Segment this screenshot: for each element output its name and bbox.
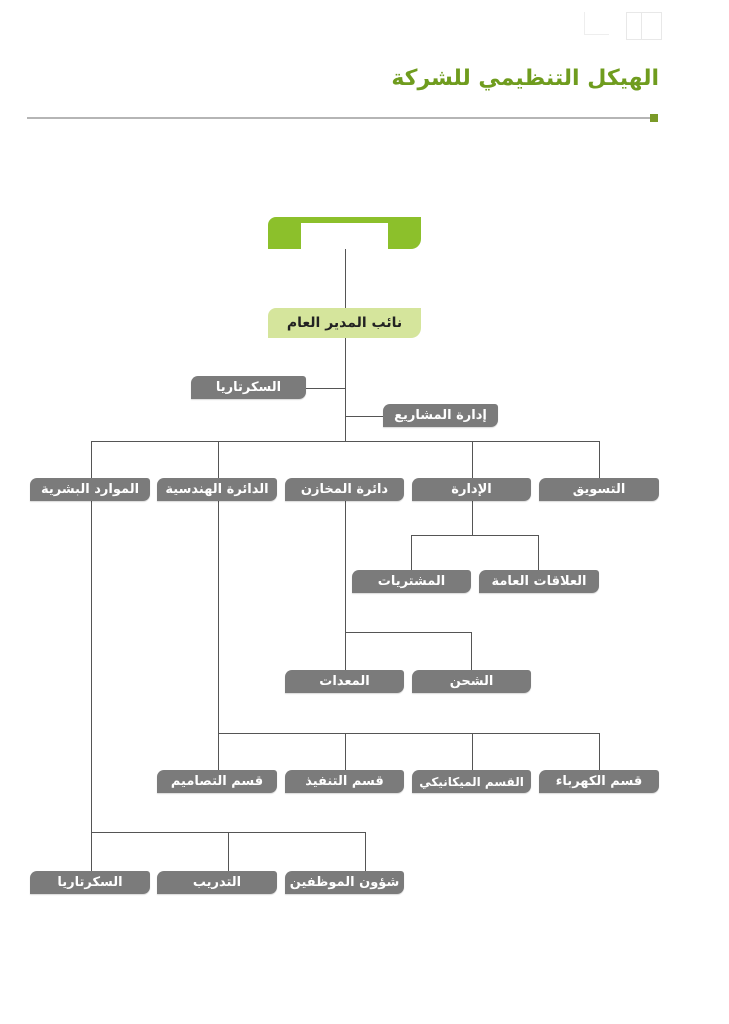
connector — [218, 441, 219, 478]
connector — [365, 832, 366, 871]
connector — [472, 733, 473, 770]
marketing-box: التسويق — [539, 478, 659, 501]
deputy-gm-box: نائب المدير العام — [268, 308, 421, 338]
connector — [345, 632, 472, 633]
divider-square-icon — [650, 114, 658, 122]
execution-box: قسم التنفيذ — [285, 770, 404, 793]
connector-departments — [91, 441, 600, 442]
personnel-box: شؤون الموظفين — [285, 871, 404, 894]
connector — [345, 501, 346, 632]
page-title: الهيكل التنظيمي للشركة — [391, 66, 659, 91]
connector — [91, 501, 92, 871]
connector — [228, 832, 229, 871]
connector-secretariat — [306, 388, 345, 389]
hr-box: الموارد البشرية — [30, 478, 150, 501]
equipment-box: المعدات — [285, 670, 404, 693]
engineering-box: الدائرة الهندسية — [157, 478, 277, 501]
connector — [345, 632, 346, 670]
connector — [599, 441, 600, 478]
connector — [538, 535, 539, 570]
electrical-box: قسم الكهرباء — [539, 770, 659, 793]
secretariat-box: السكرتاريا — [191, 376, 306, 399]
connector-projects — [345, 416, 383, 417]
administration-box: الإدارة — [412, 478, 531, 501]
mechanical-box: القسم الميكانيكي — [412, 770, 531, 793]
warehouses-box: دائرة المخازن — [285, 478, 404, 501]
connector-trunk — [345, 249, 346, 441]
connector — [91, 441, 92, 478]
training-box: التدريب — [157, 871, 277, 894]
purchases-box: المشتريات — [352, 570, 471, 593]
connector — [411, 535, 539, 536]
title-divider — [27, 117, 651, 119]
general-manager-label-area — [301, 223, 388, 249]
connector — [218, 501, 219, 770]
connector — [218, 733, 600, 734]
designs-box: قسم التصاميم — [157, 770, 277, 793]
connector — [411, 535, 412, 570]
connector — [599, 733, 600, 770]
logo-mark — [626, 12, 662, 40]
shipping-box: الشحن — [412, 670, 531, 693]
hr-secretariat-box: السكرتاريا — [30, 871, 150, 894]
connector — [472, 501, 473, 536]
public-relations-box: العلاقات العامة — [479, 570, 599, 593]
connector — [471, 632, 472, 670]
projects-box: إدارة المشاريع — [383, 404, 498, 427]
connector — [345, 733, 346, 770]
logo-mark-secondary — [584, 12, 609, 35]
connector — [472, 441, 473, 478]
